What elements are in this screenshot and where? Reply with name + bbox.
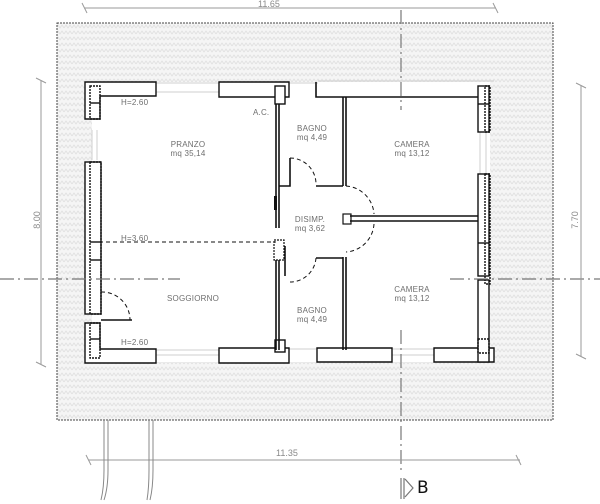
ground-hatch-area — [56, 22, 554, 421]
room-bagno-bottom: BAGNO mq 4,49 — [287, 306, 337, 324]
room-area: mq 3,62 — [294, 224, 326, 233]
section-marker-label: B — [417, 478, 429, 498]
ac-annotation: A.C. — [253, 108, 270, 117]
pillar — [273, 239, 285, 261]
room-name: BAGNO — [297, 124, 327, 133]
floor-area — [92, 82, 490, 362]
room-name: PRANZO — [170, 140, 206, 149]
room-area: mq 13,12 — [394, 294, 430, 303]
interior-walls — [101, 82, 478, 350]
room-soggiorno: SOGGIORNO — [158, 294, 228, 303]
room-disimpegno: DISIMP. mq 3,62 — [285, 215, 335, 233]
dimension-lines — [35, 2, 587, 466]
room-name: CAMERA — [394, 140, 430, 149]
door-jamb — [274, 196, 277, 210]
door-swings — [92, 157, 375, 321]
axis-lines — [0, 10, 600, 470]
dimension-bottom: 11.35 — [276, 448, 298, 458]
walls — [84, 81, 495, 364]
room-camera-bottom: CAMERA mq 13,12 — [382, 285, 442, 303]
section-arrow-icon — [400, 478, 414, 499]
room-area: mq 4,49 — [296, 315, 328, 324]
room-name: DISIMP. — [294, 215, 326, 224]
room-area: mq 13,12 — [394, 149, 430, 158]
room-name: CAMERA — [394, 285, 430, 294]
room-name: BAGNO — [297, 306, 327, 315]
room-camera-top: CAMERA mq 13,12 — [382, 140, 442, 158]
room-pranzo: PRANZO mq 35,14 — [158, 140, 218, 158]
room-name: SOGGIORNO — [166, 294, 220, 303]
room-area: mq 4,49 — [296, 133, 328, 142]
dimension-right: 7.70 — [570, 211, 580, 229]
height-annotation-top: H=2.60 — [121, 98, 149, 107]
dimension-top: 11.65 — [258, 0, 280, 9]
dimension-left: 8.00 — [32, 211, 42, 229]
room-area: mq 35,14 — [170, 149, 206, 158]
entrance-path — [100, 420, 154, 501]
height-annotation-mid: H=3.60 — [121, 234, 149, 243]
height-annotation-bottom: H=2.60 — [121, 338, 149, 347]
room-bagno-top: BAGNO mq 4,49 — [287, 124, 337, 142]
